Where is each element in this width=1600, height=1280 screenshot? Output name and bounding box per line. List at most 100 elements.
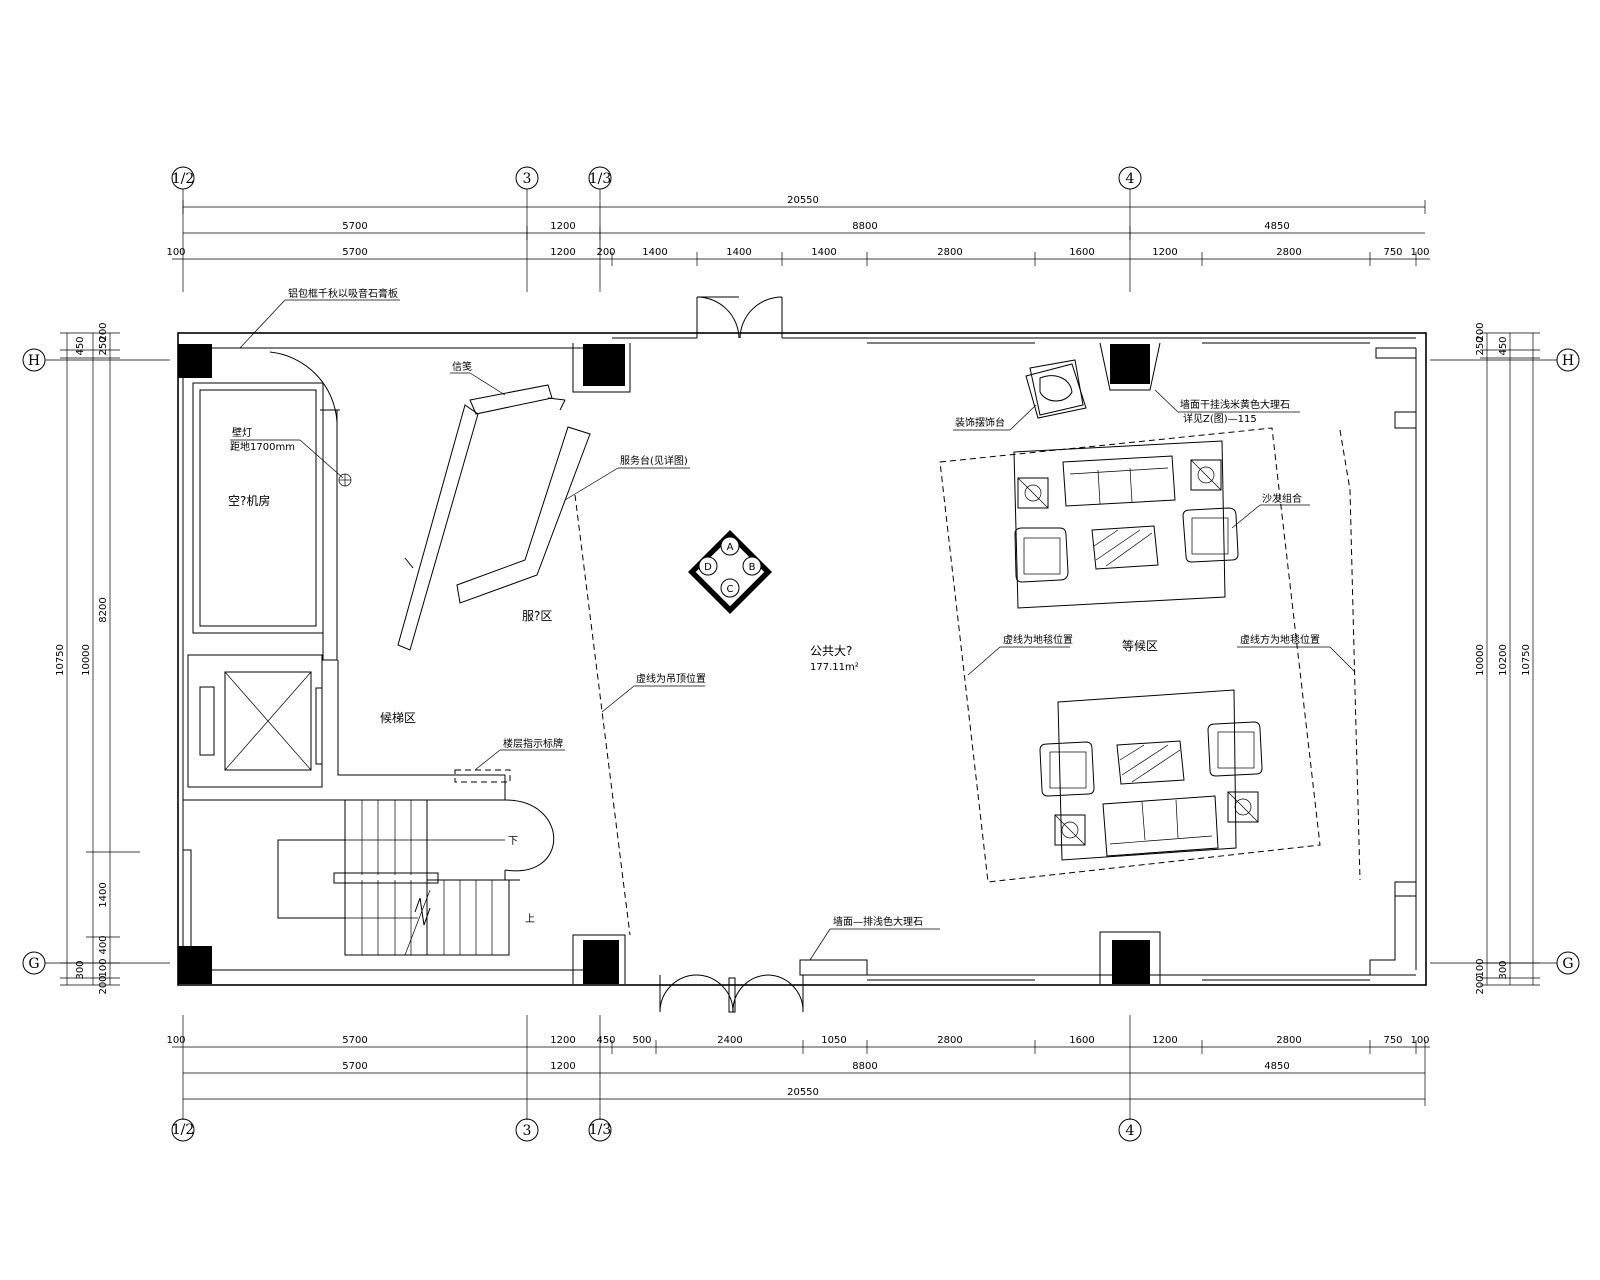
index-mark-b: B: [749, 562, 756, 573]
room-label-public-hall: 公共大?: [810, 644, 852, 658]
note-bottom: 墙面—排浅色大理石: [833, 915, 923, 928]
dim-top-r1-2: 1200: [550, 221, 575, 232]
mechanical-room: 空?机房 壁灯 距地1700mm: [192, 351, 352, 661]
dim-top-r2-9: 1600: [1069, 247, 1094, 258]
note-wall-lamp: 壁灯: [232, 426, 252, 439]
note-floor-indicator: 楼层指示标牌: [503, 737, 563, 750]
note-sofa: 沙发组合: [1262, 492, 1302, 505]
axis-bot-1: 1/2: [172, 1122, 195, 1138]
axis-left-h: H: [28, 353, 40, 369]
dim-left-7: 1400: [98, 882, 109, 907]
index-mark-a: A: [727, 542, 734, 553]
stair-up-label: 上: [525, 913, 535, 925]
dim-bot-r1-4: 450: [596, 1035, 615, 1046]
dim-bot-r1-3: 1200: [550, 1035, 575, 1046]
dim-top-r2-3: 1200: [550, 247, 575, 258]
index-mark-c: C: [727, 584, 734, 595]
dim-left-6: 8200: [98, 597, 109, 622]
dim-top-r2-10: 1200: [1152, 247, 1177, 258]
note-service-desk: 服务台(见详图): [620, 454, 688, 467]
dim-left-10: 100: [98, 958, 109, 977]
dim-left-9: 300: [75, 960, 86, 979]
dims-left: H G 450 250 200 10750 10000 8200 1400 40…: [22, 322, 170, 995]
entrance-door-bottom[interactable]: [659, 974, 804, 1013]
sofa-set-bottom: [1039, 689, 1263, 861]
entrance-door-top[interactable]: [696, 296, 783, 339]
stair-down-label: 下: [508, 836, 518, 847]
dim-bot-r1-1: 100: [166, 1035, 185, 1046]
dim-top-r1-4: 4850: [1264, 221, 1289, 232]
decor-table: [1025, 359, 1087, 419]
dim-top-r2-12: 750: [1383, 247, 1402, 258]
dim-bot-r1-13: 100: [1410, 1035, 1429, 1046]
waiting-area: 等候区 装饰摆饰台 墙面干挂浅米黄色大理石 详见Z(图)—115: [939, 359, 1361, 883]
note-top-right-1: 墙面干挂浅米黄色大理石: [1180, 398, 1290, 411]
dim-right-9: 200: [1475, 975, 1486, 994]
service-desk: 服?区: [397, 384, 591, 651]
dim-bot-r1-11: 2800: [1276, 1035, 1301, 1046]
axis-bot-2: 3: [523, 1123, 532, 1139]
columns: [178, 342, 1161, 984]
dim-right-4: 10750: [1521, 644, 1532, 676]
dim-bot-r1-6: 2400: [717, 1035, 742, 1046]
note-ceiling-line: 虚线为吊顶位置: [636, 672, 706, 685]
dim-left-4: 10750: [55, 644, 66, 676]
axis-right-h: H: [1562, 353, 1574, 369]
axis-bubbles-top: 1/2 3 1/3 4: [171, 166, 1142, 292]
dim-top-r1-3: 8800: [852, 221, 877, 232]
index-marker: A B C D: [688, 530, 772, 614]
dim-left-5: 10000: [81, 644, 92, 676]
dim-bot-r1-12: 750: [1383, 1035, 1402, 1046]
axis-bot-4: 4: [1126, 1123, 1135, 1139]
dim-bot-r1-8: 2800: [937, 1035, 962, 1046]
dim-top-r2-6: 1400: [726, 247, 751, 258]
index-mark-d: D: [704, 562, 712, 573]
dims-bottom: 100 5700 1200 450 500 2400 1050 2800 160…: [166, 1015, 1430, 1142]
dims-top: 20550 5700 1200 8800 4850 100 5700 1200 …: [166, 195, 1430, 266]
note-top-left: 铝包框千秋以吸音石膏板: [288, 287, 398, 300]
dim-top-r2-11: 2800: [1276, 247, 1301, 258]
note-wall-lamp-height: 距地1700mm: [230, 440, 295, 453]
elevator: 候梯区: [187, 654, 506, 800]
dim-top-r2-7: 1400: [811, 247, 836, 258]
outer-walls: [177, 332, 1427, 986]
dim-right-7: 300: [1498, 960, 1509, 979]
dim-right-5: 10000: [1475, 644, 1486, 676]
dim-bot-r1-5: 500: [632, 1035, 651, 1046]
dim-bot-r1-10: 1200: [1152, 1035, 1177, 1046]
dim-left-3: 200: [98, 322, 109, 341]
dim-right-2: 250: [1475, 336, 1486, 355]
dim-top-r2-13: 100: [1410, 247, 1429, 258]
dim-bot-r1-2: 5700: [342, 1035, 367, 1046]
dim-bot-r2-4: 4850: [1264, 1061, 1289, 1072]
sofa-set-top: [1013, 440, 1239, 609]
dim-left-2: 250: [98, 336, 109, 355]
note-top-right-2: 详见Z(图)—115: [1183, 412, 1257, 425]
dim-left-8: 400: [98, 935, 109, 954]
dim-top-r2-5: 1400: [642, 247, 667, 258]
room-label-mechanical: 空?机房: [228, 493, 270, 508]
dim-right-3: 200: [1475, 322, 1486, 341]
axis-bot-3: 1/3: [589, 1122, 612, 1138]
dim-bot-r2-3: 8800: [852, 1061, 877, 1072]
dim-right-1: 450: [1498, 336, 1509, 355]
room-label-waiting: 等候区: [1122, 639, 1158, 653]
axis-top-2: 3: [523, 171, 532, 187]
axis-left-g: G: [28, 956, 39, 972]
note-carpet-right: 虚线方为地毯位置: [1240, 633, 1320, 646]
dim-top-r2-4: 200: [596, 247, 615, 258]
annotations: 铝包框千秋以吸音石膏板 信笺 服务台(见详图) 虚线为吊顶位置 楼层指示标牌 墙…: [239, 287, 940, 976]
dim-bot-r1-7: 1050: [821, 1035, 846, 1046]
dim-left-1: 450: [75, 336, 86, 355]
axis-right-g: G: [1562, 956, 1573, 972]
dim-top-r1-1: 5700: [342, 221, 367, 232]
dim-bot-r2-1: 5700: [342, 1061, 367, 1072]
axis-top-4: 4: [1126, 171, 1135, 187]
dim-right-8: 100: [1475, 958, 1486, 977]
note-carpet-left: 虚线为地毯位置: [1003, 633, 1073, 646]
dim-top-r2-2: 5700: [342, 247, 367, 258]
axis-top-1: 1/2: [172, 171, 195, 187]
dim-right-6: 10200: [1498, 644, 1509, 676]
note-decor: 装饰摆饰台: [955, 416, 1005, 429]
dim-top-r2-1: 100: [166, 247, 185, 258]
